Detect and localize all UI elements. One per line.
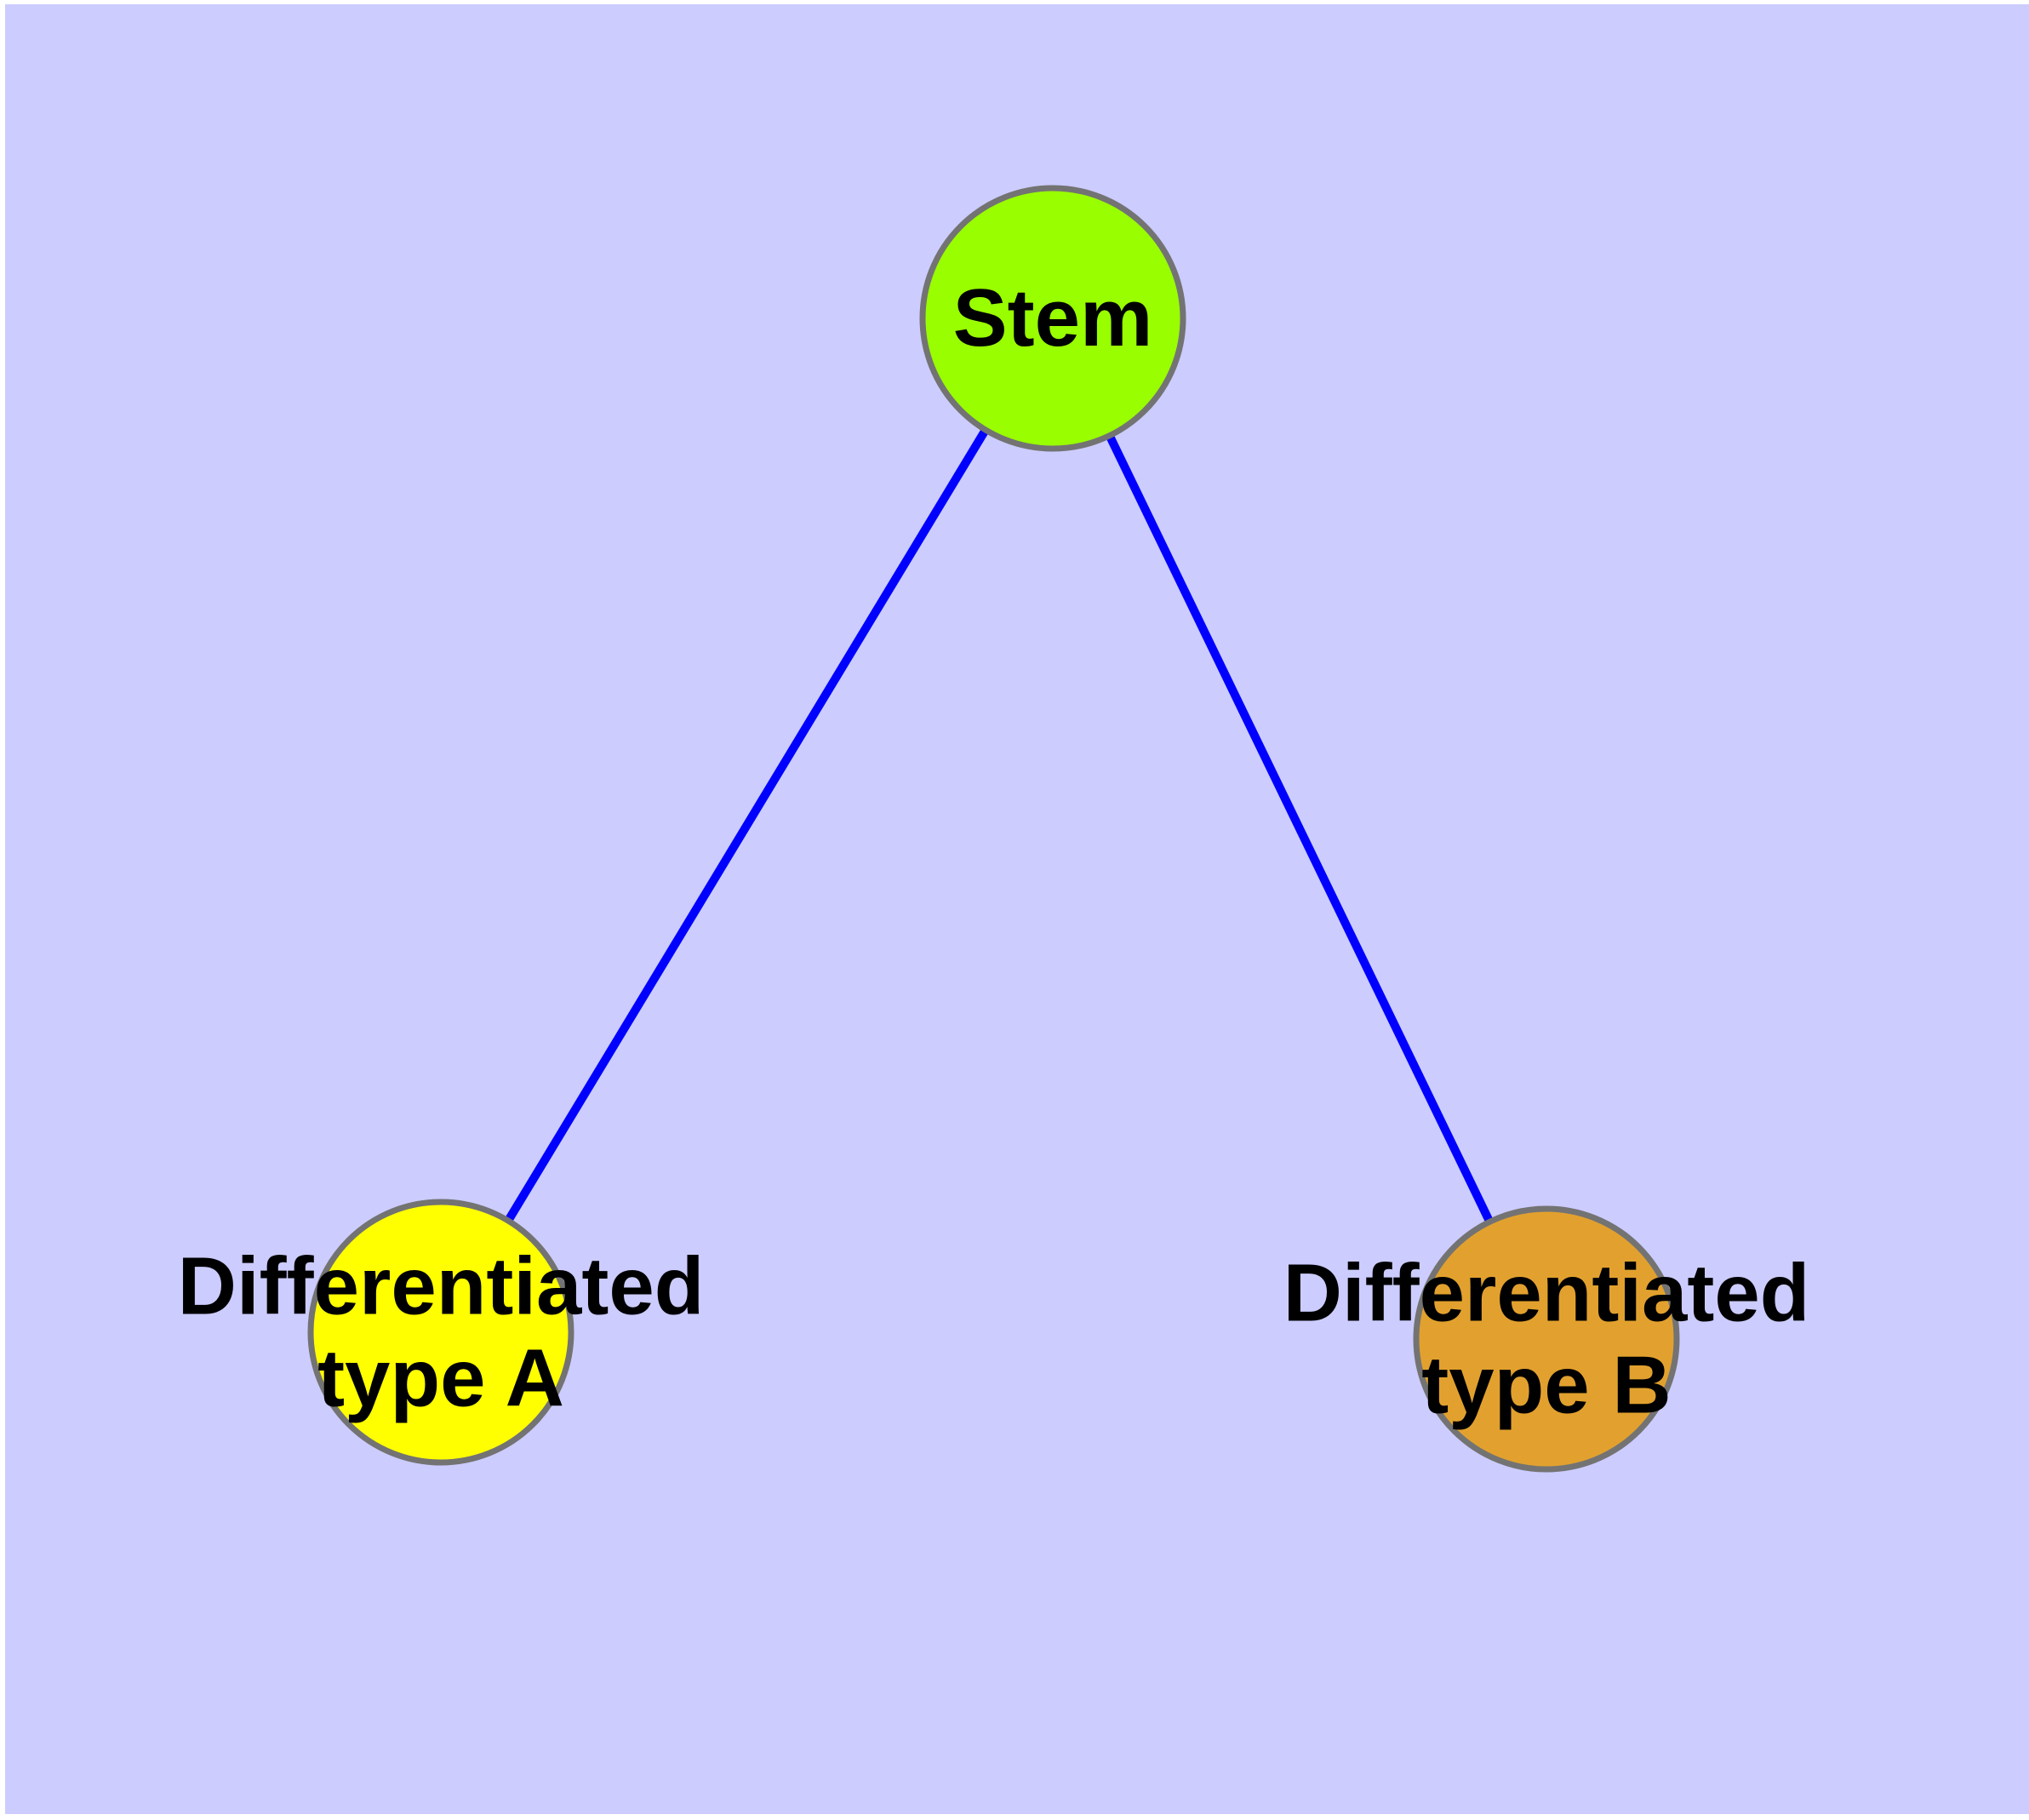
edge-layer — [504, 427, 1494, 1224]
node-stem[interactable] — [919, 185, 1186, 452]
node-differentiated-type-b[interactable] — [1413, 1205, 1680, 1473]
node-differentiated-type-a[interactable] — [307, 1199, 574, 1466]
edge-stem-to-diff-a[interactable] — [504, 427, 990, 1223]
node-layer — [307, 185, 1680, 1473]
edge-stem-to-diff-b[interactable] — [1106, 433, 1494, 1224]
